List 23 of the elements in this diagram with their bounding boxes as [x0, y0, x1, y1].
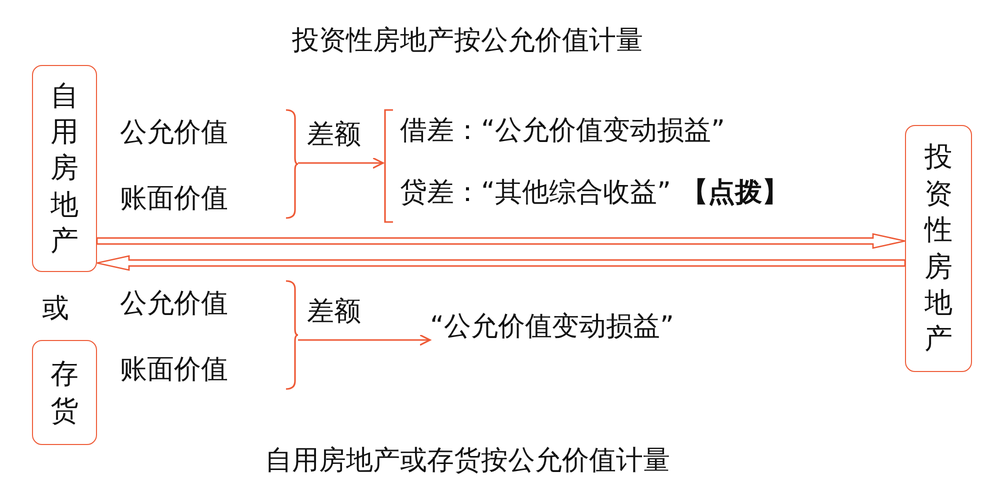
text-label: 或 — [42, 292, 69, 326]
title: 投资性房地产按公允价值计量 — [291, 24, 644, 58]
caption: 自用房地产或存货按公允价值计量 — [264, 444, 671, 478]
text-line: 账面价值 — [120, 182, 228, 216]
text-line: 公允价值 — [120, 116, 228, 150]
edge-label: 差额 — [307, 121, 361, 148]
double-line-arrow — [96, 255, 906, 271]
process-box — [32, 65, 97, 272]
text-line: 公允价值 — [120, 287, 228, 321]
edge-label: 差额 — [307, 298, 361, 325]
box-label: 存货 — [50, 356, 78, 428]
text-line: 借差：“公允价值变动损益” — [400, 114, 725, 148]
text-line: “公允价值变动损益” — [430, 310, 674, 344]
process-box — [32, 340, 97, 445]
arrow — [298, 334, 431, 346]
text-line: 贷差：“其他综合收益” — [400, 176, 671, 210]
box-label: 投资性房地产 — [924, 139, 952, 358]
arrow — [298, 157, 384, 169]
double-line-arrow — [96, 233, 906, 249]
process-box — [905, 125, 972, 372]
hint-tag: 【点拨】 — [680, 174, 789, 210]
box-label: 自用房地产 — [50, 78, 78, 260]
text-line: 账面价值 — [120, 353, 228, 387]
